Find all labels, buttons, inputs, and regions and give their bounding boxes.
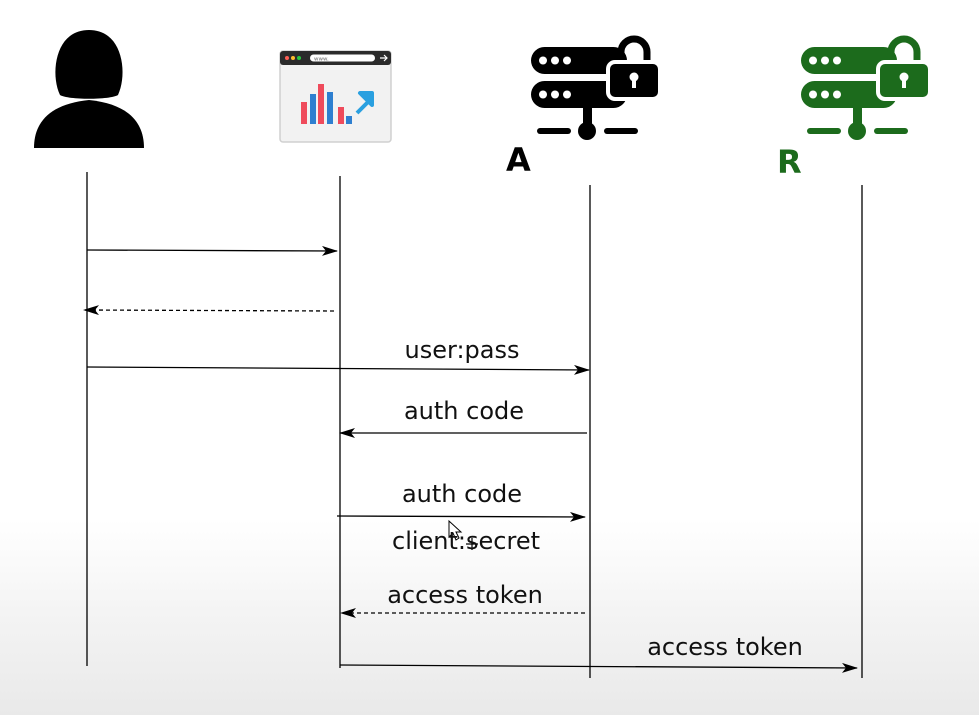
auth-server-label: A	[506, 141, 531, 179]
cursor-arrow-icon	[355, 91, 374, 115]
message-label-auth-code: auth code	[403, 397, 525, 425]
chart-bar	[346, 116, 352, 124]
message-arrows	[83, 245, 858, 673]
message-arrow-user-to-client	[86, 245, 338, 256]
message-label-access-token: access token	[387, 581, 543, 609]
chart-bar	[338, 107, 344, 124]
message-label-user-pass: user:pass	[404, 336, 520, 364]
chart-bar	[310, 94, 316, 124]
mouse-cursor-icon	[448, 519, 478, 550]
resource-server-label: R	[777, 143, 802, 181]
chart-bar	[327, 92, 333, 124]
bar-chart-graphic	[301, 84, 352, 124]
message-label-auth-code-2: auth code	[401, 480, 523, 508]
message-arrow-user-to-auth_server	[86, 364, 590, 375]
chart-bar	[301, 102, 307, 124]
browser-analytics-icon: www.	[279, 50, 392, 143]
browser-url-text: www.	[314, 57, 329, 63]
message-label-access-token-2: access token	[647, 633, 803, 661]
message-arrow-client-to-user	[83, 305, 335, 316]
message-label-client-secret: client:secret	[392, 527, 540, 555]
chart-bar	[318, 84, 324, 124]
locked-server-icon	[531, 35, 662, 140]
locked-server-icon	[801, 35, 932, 140]
user-silhouette-icon	[34, 30, 144, 148]
message-arrow-client-to-auth_server	[336, 511, 586, 522]
message-arrow-client-to-resource_server	[339, 662, 858, 673]
